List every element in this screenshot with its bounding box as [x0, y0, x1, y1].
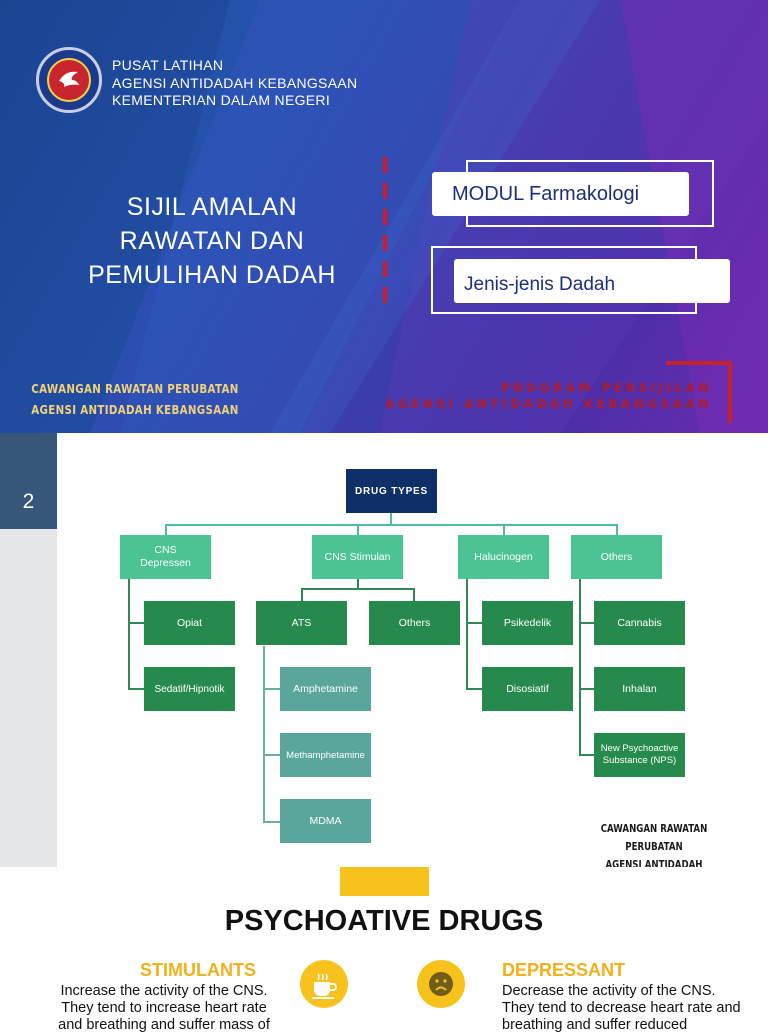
background-shards	[0, 0, 768, 433]
connector	[390, 513, 392, 525]
connector	[579, 688, 595, 690]
branch-name: CAWANGAN RAWATAN PERUBATAN AGENSI ANTIDA…	[30, 378, 240, 420]
connector	[301, 588, 303, 601]
coffee-cup-icon	[300, 960, 348, 1008]
node-mdma: MDMA	[280, 799, 371, 843]
node-stimulant-others: Others	[369, 601, 460, 645]
sidebar-panel	[0, 529, 57, 867]
branch-line-1: CAWANGAN RAWATAN PERUBATAN	[600, 823, 708, 853]
connector	[128, 622, 144, 624]
stimulants-line-2: They tend to increase heart rate	[61, 1000, 267, 1016]
connector	[466, 622, 482, 624]
node-opiat: Opiat	[144, 601, 235, 645]
agency-logo	[36, 47, 102, 113]
connector	[263, 754, 281, 756]
connector	[357, 579, 359, 589]
connector	[128, 579, 130, 690]
node-drug-types: DRUG TYPES	[346, 469, 437, 513]
connector	[503, 524, 505, 536]
connector	[466, 688, 482, 690]
dove-icon	[59, 71, 79, 87]
red-corner-bracket	[666, 361, 732, 423]
node-others-category: Others	[571, 535, 662, 579]
connector	[616, 524, 618, 536]
stimulants-line-1: Increase the activity of the CNS.	[60, 983, 268, 999]
branch-line-2: AGENSI ANTIDADAH KEBANGSAAN	[31, 402, 239, 417]
depressant-description: Decrease the activity of the CNS. They t…	[502, 983, 764, 1034]
red-dashed-divider	[383, 157, 387, 309]
node-disosiatif: Disosiatif	[482, 667, 573, 711]
course-title: SIJIL AMALAN RAWATAN DAN PEMULIHAN DADAH	[72, 190, 352, 292]
title-line-1: SIJIL AMALAN	[126, 193, 298, 221]
node-cns-stimulan: CNS Stimulan	[312, 535, 403, 579]
slide-title: PSYCHOATIVE DRUGS	[224, 905, 544, 937]
connector	[413, 588, 415, 601]
org-line-2: AGENSI ANTIDADAH KEBANGSAAN	[112, 74, 358, 91]
node-sedatif-hipnotik: Sedatif/Hipnotik	[144, 667, 235, 711]
connector	[466, 579, 468, 690]
node-cannabis: Cannabis	[594, 601, 685, 645]
stimulants-line-3: and breathing and suffer mass of	[58, 1017, 270, 1033]
node-inhalan: Inhalan	[594, 667, 685, 711]
connector	[128, 688, 144, 690]
program-line-1: PROGRAM PERSIJILAN	[501, 381, 712, 395]
stimulants-heading: STIMULANTS	[140, 960, 256, 980]
sidebar-accent	[0, 433, 57, 529]
node-psikedelik: Psikedelik	[482, 601, 573, 645]
depressant-line-1: Decrease the activity of the CNS.	[502, 983, 716, 999]
connector	[301, 588, 415, 590]
psychoactive-drugs-slide: PSYCHOATIVE DRUGS STIMULANTS Increase th…	[0, 867, 768, 1033]
branch-line-1: CAWANGAN RAWATAN PERUBATAN	[31, 381, 239, 396]
program-line-2: AGENSI ANTIDADAH KEBANGSAAN	[385, 397, 712, 411]
accent-bar	[340, 867, 429, 896]
drug-types-slide: 2 DRUG TYPES CNS Depressen CNS Stimulan …	[0, 433, 768, 889]
page-number: 2	[22, 490, 35, 513]
stimulants-description: Increase the activity of the CNS. They t…	[50, 983, 278, 1034]
node-cns-depressen: CNS Depressen	[120, 535, 211, 579]
title-line-2: RAWATAN DAN	[119, 227, 305, 255]
depressant-line-2: They tend to decrease heart rate and	[502, 1000, 741, 1016]
connector	[357, 524, 359, 536]
connector	[263, 821, 281, 823]
node-nps: New Psychoactive Substance (NPS)	[594, 733, 685, 777]
connector	[263, 646, 265, 823]
organization-name: PUSAT LATIHAN AGENSI ANTIDADAH KEBANGSAA…	[112, 57, 357, 110]
topic-label: Jenis-jenis Dadah	[454, 259, 730, 303]
program-name: PROGRAM PERSIJILAN AGENSI ANTIDADAH KEBA…	[385, 380, 712, 412]
sad-face-icon	[417, 960, 465, 1008]
connector	[263, 688, 281, 690]
title-slide: PUSAT LATIHAN AGENSI ANTIDADAH KEBANGSAA…	[0, 0, 768, 433]
depressant-heading: DEPRESSANT	[502, 960, 626, 980]
node-halucinogen: Halucinogen	[458, 535, 549, 579]
depressant-line-3: breathing and suffer reduced	[502, 1017, 688, 1033]
module-label: MODUL Farmakologi	[432, 172, 689, 216]
connector	[165, 524, 167, 536]
title-line-3: PEMULIHAN DADAH	[88, 261, 336, 289]
node-amphetamine: Amphetamine	[280, 667, 371, 711]
org-line-1: PUSAT LATIHAN	[112, 57, 224, 73]
connector	[579, 754, 595, 756]
org-line-3: KEMENTERIAN DALAM NEGERI	[112, 92, 331, 108]
connector	[579, 579, 581, 756]
node-methamphetamine: Methamphetamine	[280, 733, 371, 777]
connector	[579, 622, 595, 624]
connector	[165, 524, 617, 526]
node-ats: ATS	[256, 601, 347, 645]
